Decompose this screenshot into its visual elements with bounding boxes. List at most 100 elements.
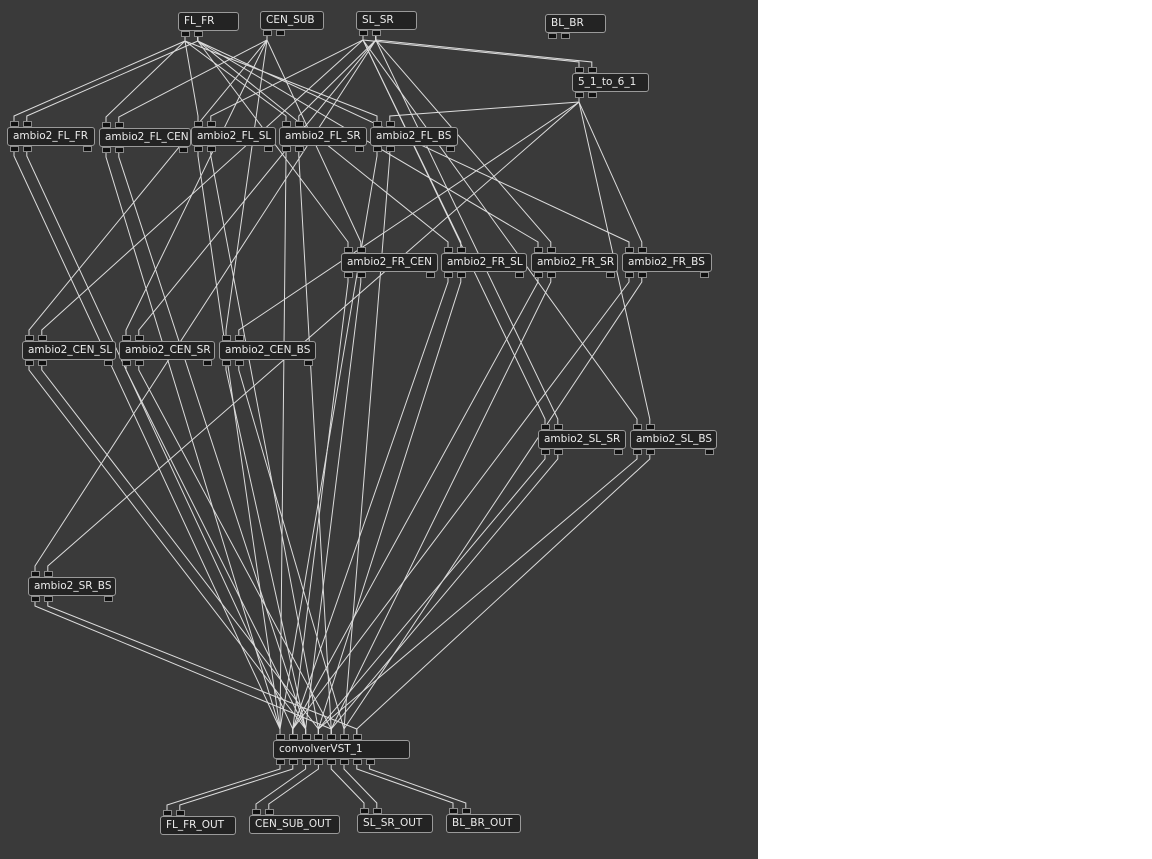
output-port[interactable]: [645, 449, 655, 455]
output-port[interactable]: [340, 759, 349, 765]
output-port[interactable]: [282, 146, 291, 152]
output-port[interactable]: [43, 596, 53, 602]
output-port[interactable]: [193, 31, 203, 37]
input-port[interactable]: [372, 808, 382, 814]
output-port[interactable]: [352, 759, 362, 765]
connection-wire[interactable]: [28, 366, 307, 734]
node-bl-br-out[interactable]: BL_BR_OUT: [446, 814, 521, 833]
node-ambio2-fr-cen[interactable]: ambio2_FR_CEN: [341, 253, 438, 272]
output-port[interactable]: [104, 596, 113, 602]
output-port[interactable]: [222, 360, 231, 366]
input-port[interactable]: [301, 734, 311, 740]
node-ambio2-fl-sr[interactable]: ambio2_FL_SR: [279, 127, 367, 146]
output-port[interactable]: [301, 759, 311, 765]
output-port[interactable]: [456, 272, 466, 278]
input-port[interactable]: [444, 247, 453, 253]
input-port[interactable]: [37, 335, 47, 341]
input-port[interactable]: [175, 810, 185, 816]
input-port[interactable]: [31, 571, 40, 577]
input-port[interactable]: [385, 121, 395, 127]
output-port[interactable]: [633, 449, 642, 455]
connection-wire[interactable]: [292, 278, 630, 734]
input-port[interactable]: [352, 734, 362, 740]
output-port[interactable]: [31, 596, 40, 602]
connection-wire[interactable]: [47, 602, 358, 734]
input-port[interactable]: [252, 809, 261, 815]
input-port[interactable]: [122, 335, 131, 341]
output-port[interactable]: [294, 146, 304, 152]
input-port[interactable]: [314, 734, 324, 740]
output-port[interactable]: [22, 146, 32, 152]
input-port[interactable]: [575, 67, 584, 73]
output-port[interactable]: [373, 146, 382, 152]
node-cen-sub-out[interactable]: CEN_SUB_OUT: [249, 815, 340, 834]
output-port[interactable]: [304, 360, 313, 366]
input-port[interactable]: [356, 247, 366, 253]
connection-wire[interactable]: [375, 36, 593, 67]
output-port[interactable]: [560, 33, 570, 39]
output-port[interactable]: [553, 449, 563, 455]
output-port[interactable]: [275, 30, 285, 36]
node-ambio2-cen-sl[interactable]: ambio2_CEN_SL: [22, 341, 116, 360]
connection-wire[interactable]: [13, 152, 281, 734]
input-port[interactable]: [360, 808, 369, 814]
node-fl-fr-out[interactable]: FL_FR_OUT: [160, 816, 236, 835]
output-port[interactable]: [515, 272, 524, 278]
connection-wire[interactable]: [330, 765, 365, 808]
output-port[interactable]: [426, 272, 435, 278]
output-port[interactable]: [344, 272, 353, 278]
connection-wire[interactable]: [317, 455, 546, 734]
connection-wire[interactable]: [255, 765, 307, 809]
input-port[interactable]: [134, 335, 144, 341]
input-port[interactable]: [264, 809, 274, 815]
output-port[interactable]: [548, 33, 557, 39]
output-port[interactable]: [575, 92, 584, 98]
input-port[interactable]: [10, 121, 19, 127]
connection-wire[interactable]: [298, 152, 332, 734]
input-port[interactable]: [633, 424, 642, 430]
output-port[interactable]: [385, 146, 395, 152]
node-ambio2-sr-bs[interactable]: ambio2_SR_BS: [28, 577, 116, 596]
output-port[interactable]: [288, 759, 298, 765]
input-port[interactable]: [534, 247, 543, 253]
output-port[interactable]: [276, 759, 285, 765]
connection-wire[interactable]: [26, 37, 199, 121]
connection-wire[interactable]: [34, 602, 332, 734]
connection-wire[interactable]: [356, 455, 651, 734]
node-ambio2-fr-sl[interactable]: ambio2_FR_SL: [441, 253, 527, 272]
connection-wire[interactable]: [225, 36, 268, 335]
input-port[interactable]: [645, 424, 655, 430]
input-port[interactable]: [461, 808, 471, 814]
input-port[interactable]: [541, 424, 550, 430]
output-port[interactable]: [206, 146, 216, 152]
output-port[interactable]: [181, 31, 190, 37]
input-port[interactable]: [625, 247, 634, 253]
input-port[interactable]: [637, 247, 647, 253]
input-port[interactable]: [327, 734, 337, 740]
output-port[interactable]: [37, 360, 47, 366]
connection-wire[interactable]: [369, 765, 467, 808]
connection-wire[interactable]: [330, 455, 559, 734]
connection-wire[interactable]: [578, 98, 643, 247]
output-port[interactable]: [194, 146, 203, 152]
output-port[interactable]: [104, 360, 113, 366]
connection-wire[interactable]: [166, 765, 281, 810]
connection-wire[interactable]: [298, 36, 377, 121]
input-port[interactable]: [456, 247, 466, 253]
output-port[interactable]: [122, 360, 131, 366]
input-port[interactable]: [553, 424, 563, 430]
connection-wire[interactable]: [179, 765, 294, 810]
node-ambio2-fr-sr[interactable]: ambio2_FR_SR: [531, 253, 618, 272]
input-port[interactable]: [22, 121, 32, 127]
node-ambio2-cen-bs[interactable]: ambio2_CEN_BS: [219, 341, 316, 360]
output-port[interactable]: [264, 146, 273, 152]
output-port[interactable]: [355, 146, 364, 152]
input-port[interactable]: [282, 121, 291, 127]
output-port[interactable]: [365, 759, 375, 765]
connection-wire[interactable]: [238, 366, 345, 734]
connection-wire[interactable]: [362, 36, 638, 424]
input-port[interactable]: [449, 808, 458, 814]
node-ambio2-fl-cen[interactable]: ambio2_FL_CEN: [99, 128, 191, 147]
connection-wire[interactable]: [279, 152, 287, 734]
